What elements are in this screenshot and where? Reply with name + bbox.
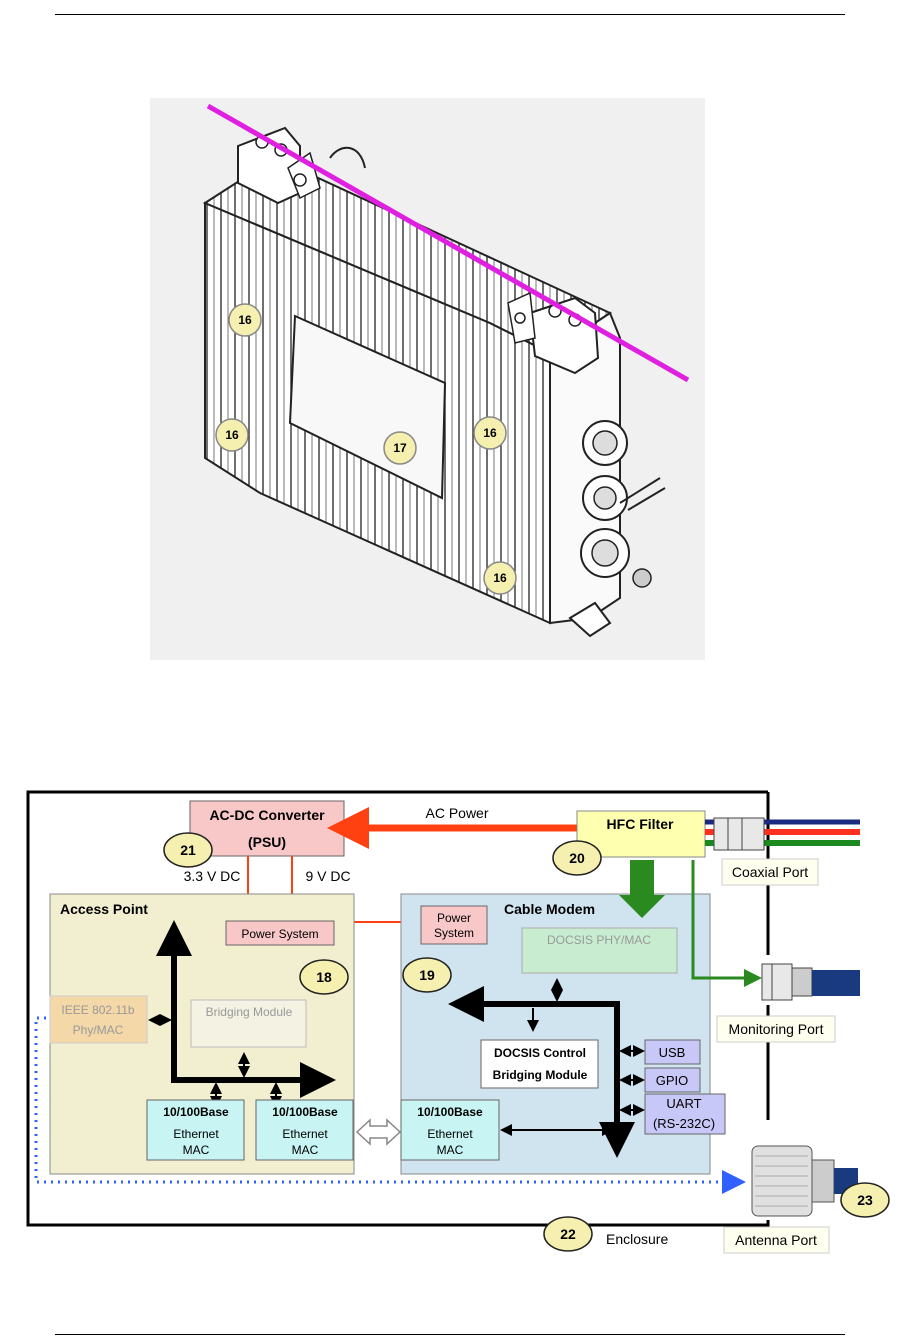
strand-line xyxy=(206,103,690,383)
acdc-sub: (PSU) xyxy=(248,834,286,850)
hfc-filter-label: HFC Filter xyxy=(607,816,674,832)
docsis-ctrl-line2: Bridging Module xyxy=(493,1068,588,1082)
ap-power-system-box xyxy=(225,920,335,946)
docsis-ctrl-line1: DOCSIS Control xyxy=(494,1046,586,1060)
docsis-phy-box xyxy=(521,927,678,974)
usb-box xyxy=(644,1039,701,1065)
svg-text:23: 23 xyxy=(857,1192,873,1208)
uart-box xyxy=(644,1093,726,1135)
svg-text:21: 21 xyxy=(180,842,196,858)
uart-line1: UART xyxy=(666,1096,701,1111)
callout-23: 23 xyxy=(840,1182,890,1218)
docsis-phy-label: DOCSIS PHY/MAC xyxy=(547,933,651,947)
antenna-port-label-box xyxy=(723,1226,830,1254)
svg-text:16: 16 xyxy=(493,571,507,585)
svg-text:Ethernet: Ethernet xyxy=(427,1127,473,1141)
monitoring-port-label: Monitoring Port xyxy=(729,1021,824,1037)
callout-20: 20 xyxy=(552,840,602,876)
cm-power-line2: System xyxy=(434,926,474,940)
ethernet-link-arrow xyxy=(355,1118,402,1146)
svg-text:19: 19 xyxy=(419,967,435,983)
svg-text:20: 20 xyxy=(569,850,585,866)
gpio-box xyxy=(644,1067,701,1093)
svg-text:10/100Base: 10/100Base xyxy=(417,1105,483,1119)
ac-power-label: AC Power xyxy=(425,805,488,821)
device-illustration: 16 16 17 16 16 xyxy=(150,98,705,660)
cm-power-system-box xyxy=(420,905,488,945)
callout-19: 19 xyxy=(402,957,452,993)
cable-modem-label: Cable Modem xyxy=(504,901,595,917)
gpio-label: GPIO xyxy=(656,1073,689,1088)
callout-21: 21 xyxy=(163,832,213,868)
svg-text:10/100Base: 10/100Base xyxy=(163,1105,229,1119)
enclosure-outline xyxy=(26,790,770,1227)
coaxial-port-label-box xyxy=(721,858,819,886)
callout-16-c: 16 xyxy=(473,416,507,450)
docsis-control-box xyxy=(480,1039,599,1089)
svg-text:18: 18 xyxy=(316,969,332,985)
monitoring-connector xyxy=(761,963,860,1001)
coax-cable xyxy=(705,817,860,851)
ap-ethernet-mac-1: 10/100Base Ethernet MAC xyxy=(146,1099,245,1161)
bridging-module-box xyxy=(190,999,307,1048)
monitoring-line xyxy=(691,860,762,987)
svg-text:MAC: MAC xyxy=(292,1143,319,1157)
callout-17: 17 xyxy=(383,431,417,465)
uart-line2: (RS-232C) xyxy=(653,1116,715,1131)
svg-text:MAC: MAC xyxy=(183,1143,210,1157)
acdc-converter-box xyxy=(189,800,345,857)
svg-text:16: 16 xyxy=(483,426,497,440)
svg-text:16: 16 xyxy=(238,313,252,327)
bridging-module-label: Bridging Module xyxy=(206,1005,293,1019)
access-point-label: Access Point xyxy=(60,901,148,917)
callout-18: 18 xyxy=(299,959,349,995)
block-diagram: AC-DC Converter (PSU) AC Power HFC Filte… xyxy=(26,790,890,1254)
ieee-line1: IEEE 802.11b xyxy=(61,1003,134,1017)
ieee-phy-box xyxy=(49,995,148,1044)
svg-text:MAC: MAC xyxy=(437,1143,464,1157)
device-drawing: 16 16 17 16 16 xyxy=(202,103,690,638)
hfc-to-modem-arrow xyxy=(619,860,665,918)
svg-text:22: 22 xyxy=(560,1226,576,1242)
ap-power-system-label: Power System xyxy=(241,927,318,941)
usb-label: USB xyxy=(659,1045,686,1060)
callout-16-d: 16 xyxy=(483,561,517,595)
label-9v: 9 V DC xyxy=(305,868,350,884)
antenna-dotted-line xyxy=(34,1016,746,1194)
cm-power-line1: Power xyxy=(437,911,471,925)
svg-text:17: 17 xyxy=(393,441,407,455)
ieee-line2: Phy/MAC xyxy=(73,1023,124,1037)
label-3v3: 3.3 V DC xyxy=(184,868,241,884)
enclosure-label: Enclosure xyxy=(606,1231,668,1247)
mounting-ear xyxy=(568,601,612,638)
callout-16-a: 16 xyxy=(228,303,262,337)
callout-22: 22 xyxy=(543,1216,593,1252)
acdc-title: AC-DC Converter xyxy=(209,807,325,823)
monitoring-port-label-box xyxy=(716,1015,836,1043)
callout-16-b: 16 xyxy=(215,418,249,452)
coaxial-port-label: Coaxial Port xyxy=(732,864,808,880)
svg-text:10/100Base: 10/100Base xyxy=(272,1105,338,1119)
header-rule xyxy=(55,14,845,15)
svg-text:Ethernet: Ethernet xyxy=(173,1127,219,1141)
ap-ethernet-mac-2: 10/100Base Ethernet MAC xyxy=(255,1099,354,1161)
antenna-port-label: Antenna Port xyxy=(735,1232,817,1248)
footer-rule xyxy=(55,1334,845,1335)
svg-text:Ethernet: Ethernet xyxy=(282,1127,328,1141)
svg-text:16: 16 xyxy=(225,428,239,442)
connectors xyxy=(580,420,666,588)
cm-ethernet-mac: 10/100Base Ethernet MAC xyxy=(400,1099,500,1161)
